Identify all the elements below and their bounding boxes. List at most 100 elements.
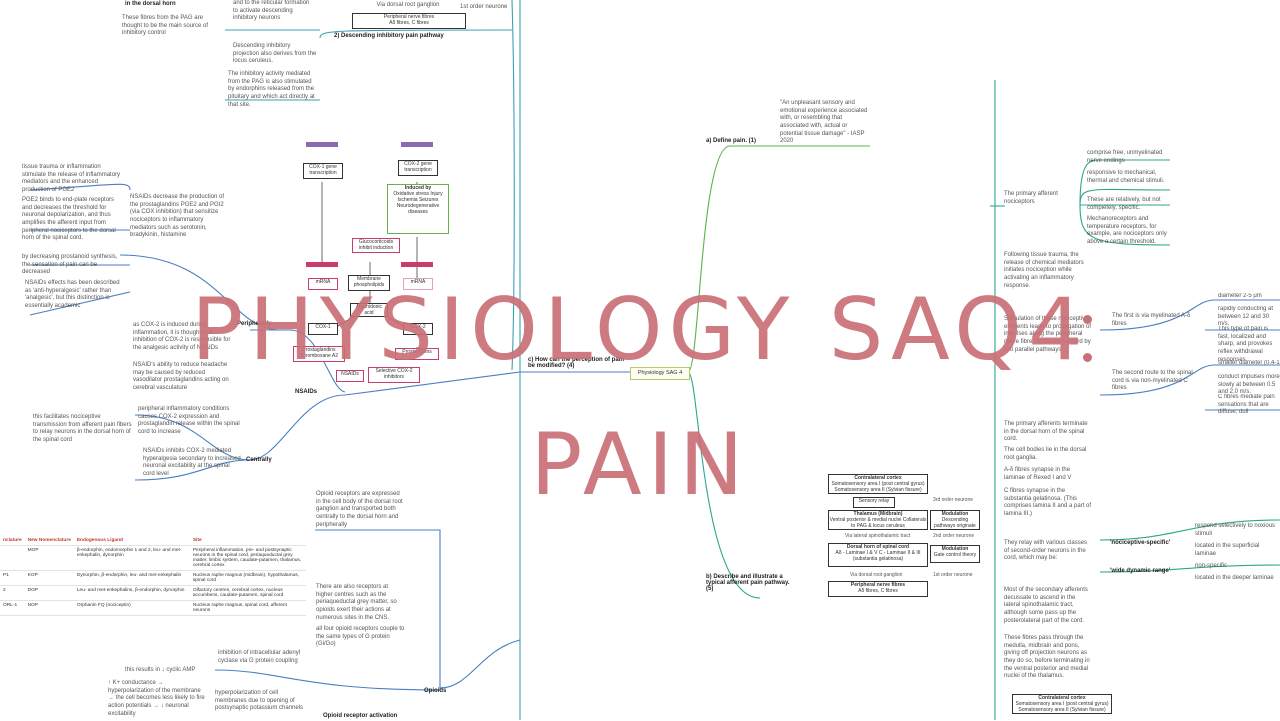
dorsal-horn-sub: Aδ - Laminae I & V C - Laminae II & III … bbox=[835, 550, 921, 562]
cortex-box: Contralateral cortex Somatosensory area … bbox=[828, 474, 928, 494]
branch-descending[interactable]: 2) Descending inhibitory pain pathway bbox=[334, 33, 444, 39]
note-conduct: conduct impulses more slowly at between … bbox=[1218, 374, 1280, 396]
note-decreasing: by decreasing prostanoid synthesis, the … bbox=[22, 254, 118, 276]
cortex-sub1-2: Somatosensory area I (post central gyrus… bbox=[1015, 701, 1109, 707]
note-localized: This type of pain is fast, localized and… bbox=[1218, 326, 1273, 363]
note-second-route: The second route to the spinal cord is v… bbox=[1112, 370, 1193, 392]
note-nociceptive-specific: 'nociceptive-specific' bbox=[1110, 540, 1171, 546]
opioid-table: nclature New Nomenclature Endogenous Lig… bbox=[0, 536, 306, 616]
thalamus-box: Thalamus (Midbrain) Ventral posterior & … bbox=[828, 510, 928, 530]
modulation-gate-box: Modulation Gate control theory bbox=[930, 545, 980, 563]
prostacyclins-box: Prostacyclins bbox=[395, 348, 439, 360]
note-free-endings: comprise free, unmyelinated nerve ending… bbox=[1087, 150, 1163, 164]
induced-by-box: Induced by Oxidative stress Injury Ische… bbox=[387, 184, 449, 234]
branch-centrally[interactable]: Centrally bbox=[246, 457, 272, 463]
note-specific: These are relatively, but not completely… bbox=[1087, 197, 1161, 211]
note-primary-afferent: The primary afferent nociceptors bbox=[1004, 191, 1058, 205]
cell: 2 bbox=[0, 585, 25, 601]
modulation-label: Modulation bbox=[941, 511, 969, 517]
note-medulla: These fibres pass through the medulla, m… bbox=[1004, 635, 1090, 680]
via-ganglion-label: Via dorsal root ganglion bbox=[850, 572, 903, 578]
modulation-gate-label: Modulation bbox=[941, 546, 969, 552]
note-pge2-binds: PGE2 binds to end-plate receptors and de… bbox=[22, 197, 116, 242]
induced-triggers: Oxidative stress Injury Ischemia Seizure… bbox=[393, 191, 443, 215]
modulation-box: Modulation Descending pathways originate bbox=[930, 510, 980, 530]
note-first-route: The first is via myelinated A-δ fibres bbox=[1112, 313, 1191, 327]
cox1-box: COX-1 bbox=[308, 323, 338, 335]
note-central-cox2: NSAIDs inhibits COX-2 mediated hyperalge… bbox=[143, 448, 241, 478]
note-opioid-activation: Opioid receptor activation bbox=[323, 713, 398, 719]
cortex-sub1: Somatosensory area I (post central gyrus… bbox=[831, 481, 925, 487]
note-reticular: and to the reticular formation to activa… bbox=[233, 0, 310, 22]
cortex-sub2: Somatosensory area II (Sylvian fissure) bbox=[834, 487, 922, 493]
cell: ORL-1 bbox=[0, 600, 25, 616]
mrna1-box: mRNA bbox=[308, 278, 338, 290]
note-cell-bodies: The cell bodies lie in the dorsal root g… bbox=[1004, 447, 1087, 461]
cell: P1 bbox=[0, 570, 25, 586]
cell: DOP bbox=[24, 585, 74, 601]
note-mechanoreceptors: Mechanoreceptors and temperature recepto… bbox=[1087, 216, 1167, 246]
cell: Orphanin FQ (nociceptin) bbox=[73, 600, 190, 616]
note-adenyl: inhibition of intracellular adenyl cycla… bbox=[218, 650, 301, 664]
note-decussate: Most of the secondary afferents decussat… bbox=[1004, 587, 1088, 624]
cell bbox=[0, 545, 25, 571]
col-site: Site bbox=[189, 536, 306, 546]
note-nociceptive-tx: this facilitates nociceptive transmissio… bbox=[33, 414, 132, 444]
branch-peripherally[interactable]: Peripherally bbox=[237, 321, 272, 327]
note-a-delta-synapse: A-δ fibres synapse in the laminae of Rex… bbox=[1004, 467, 1072, 481]
branch-b[interactable]: b) Describe and illustrate a typical aff… bbox=[706, 574, 790, 592]
note-stimulation: Stimulation of these nociceptive element… bbox=[1004, 316, 1092, 353]
dorsal-horn-label: Dorsal horn of spinal cord bbox=[846, 544, 910, 550]
mrna2-box: mRNA bbox=[403, 278, 433, 290]
first-order-label: 1st order neurone bbox=[933, 572, 973, 578]
thalamus-sub: Ventral posterior & medial nuclei Collat… bbox=[829, 517, 927, 529]
branch-nsaids[interactable]: NSAIDs bbox=[295, 389, 318, 395]
descending-label: Descending pathways originate bbox=[934, 517, 976, 529]
note-opioid-receptors: Opioid receptors are expressed in the ce… bbox=[316, 491, 403, 528]
cell: MOP bbox=[24, 545, 74, 571]
note-tissue-trauma: Following tissue trauma, the release of … bbox=[1004, 252, 1084, 289]
selective-cox2-box: Selective COX-2 inhibitors bbox=[368, 367, 420, 383]
peripheral-sub: Aδ fibres, C fibres bbox=[858, 588, 898, 594]
glucocorticoid-box: Glucocorticoids inhibit induction bbox=[352, 238, 400, 253]
note-terminate: The primary afferents terminate in the d… bbox=[1004, 421, 1088, 443]
peripheral-label: Peripheral nerve fibres bbox=[850, 582, 906, 588]
note-g-protein: all four opioid receptors couple to the … bbox=[316, 626, 405, 648]
note-conducting: rapidly conducting at between 12 and 30 … bbox=[1218, 306, 1274, 328]
induced-by-label: Induced by bbox=[404, 185, 432, 191]
note-c-synapse: C fibres synapse in the substantia gelat… bbox=[1004, 488, 1092, 518]
arachidonic-box: Arachidonic acid bbox=[350, 303, 388, 317]
cell: Nucleus raphe magnus, spinal cord, affer… bbox=[189, 600, 306, 616]
note-pge2-release: tissue trauma or inflammation stimulate … bbox=[22, 164, 121, 194]
cox2-box: COX-2 bbox=[403, 323, 433, 335]
cox1-gene-box: COX-1 gene transcription bbox=[303, 163, 343, 179]
sensory-relay-box: Sensory relay bbox=[853, 497, 895, 508]
cox2-gene-box: COX-2 gene transcription bbox=[398, 160, 438, 176]
cell: Olfactory centres, cerebral cortex, nucl… bbox=[189, 585, 306, 601]
note-higher-centres: There are also receptors at higher centr… bbox=[316, 584, 397, 621]
top-peripheral-sub: Aδ fibres, C fibres bbox=[389, 20, 429, 26]
table-row: MOP β-endorphin, endomorphin 1 and 2, le… bbox=[0, 545, 306, 571]
central-node[interactable]: Physiology SAG 4 bbox=[630, 367, 690, 380]
cell: NOP bbox=[24, 600, 74, 616]
note-deeper: located in the deeper laminae bbox=[1195, 575, 1274, 581]
cell: Peripheral inflammation, pre- and postsy… bbox=[189, 545, 306, 571]
cell: KOP bbox=[24, 570, 74, 586]
note-smaller: smaller diameter (0.4-1.2 bbox=[1218, 360, 1280, 366]
note-cox2-induced: as COX-2 is induced during inflammation,… bbox=[133, 322, 231, 352]
title-dot-top bbox=[1083, 315, 1092, 324]
cortex-sub2-2: Somatosensory area II (Sylvian fissure) bbox=[1018, 707, 1106, 713]
note-diameter: diameter 2-5 μm bbox=[1218, 293, 1262, 299]
gate-label: Gate control theory bbox=[933, 552, 977, 558]
note-locus: Descending inhibitory projection also de… bbox=[233, 43, 317, 65]
top-peripheral-box: Peripheral nerve fibres Aδ fibres, C fib… bbox=[352, 13, 466, 29]
note-k-conductance: ↑ K+ conductance → hyperpolarization of … bbox=[108, 680, 205, 717]
branch-a[interactable]: a) Define pain. (1) bbox=[706, 138, 757, 144]
branch-c[interactable]: c) How can the perception of pain be mod… bbox=[528, 357, 625, 369]
third-order-label: 3rd order neurone bbox=[933, 497, 974, 503]
branch-opioids[interactable]: Opioids bbox=[424, 688, 447, 694]
note-peripheral-infl: peripheral inflammatory conditions cause… bbox=[138, 406, 240, 436]
cortex-box-2: Contralateral cortex Somatosensory area … bbox=[1012, 694, 1112, 714]
dorsal-horn-box: Dorsal horn of spinal cord Aδ - Laminae … bbox=[828, 543, 928, 567]
